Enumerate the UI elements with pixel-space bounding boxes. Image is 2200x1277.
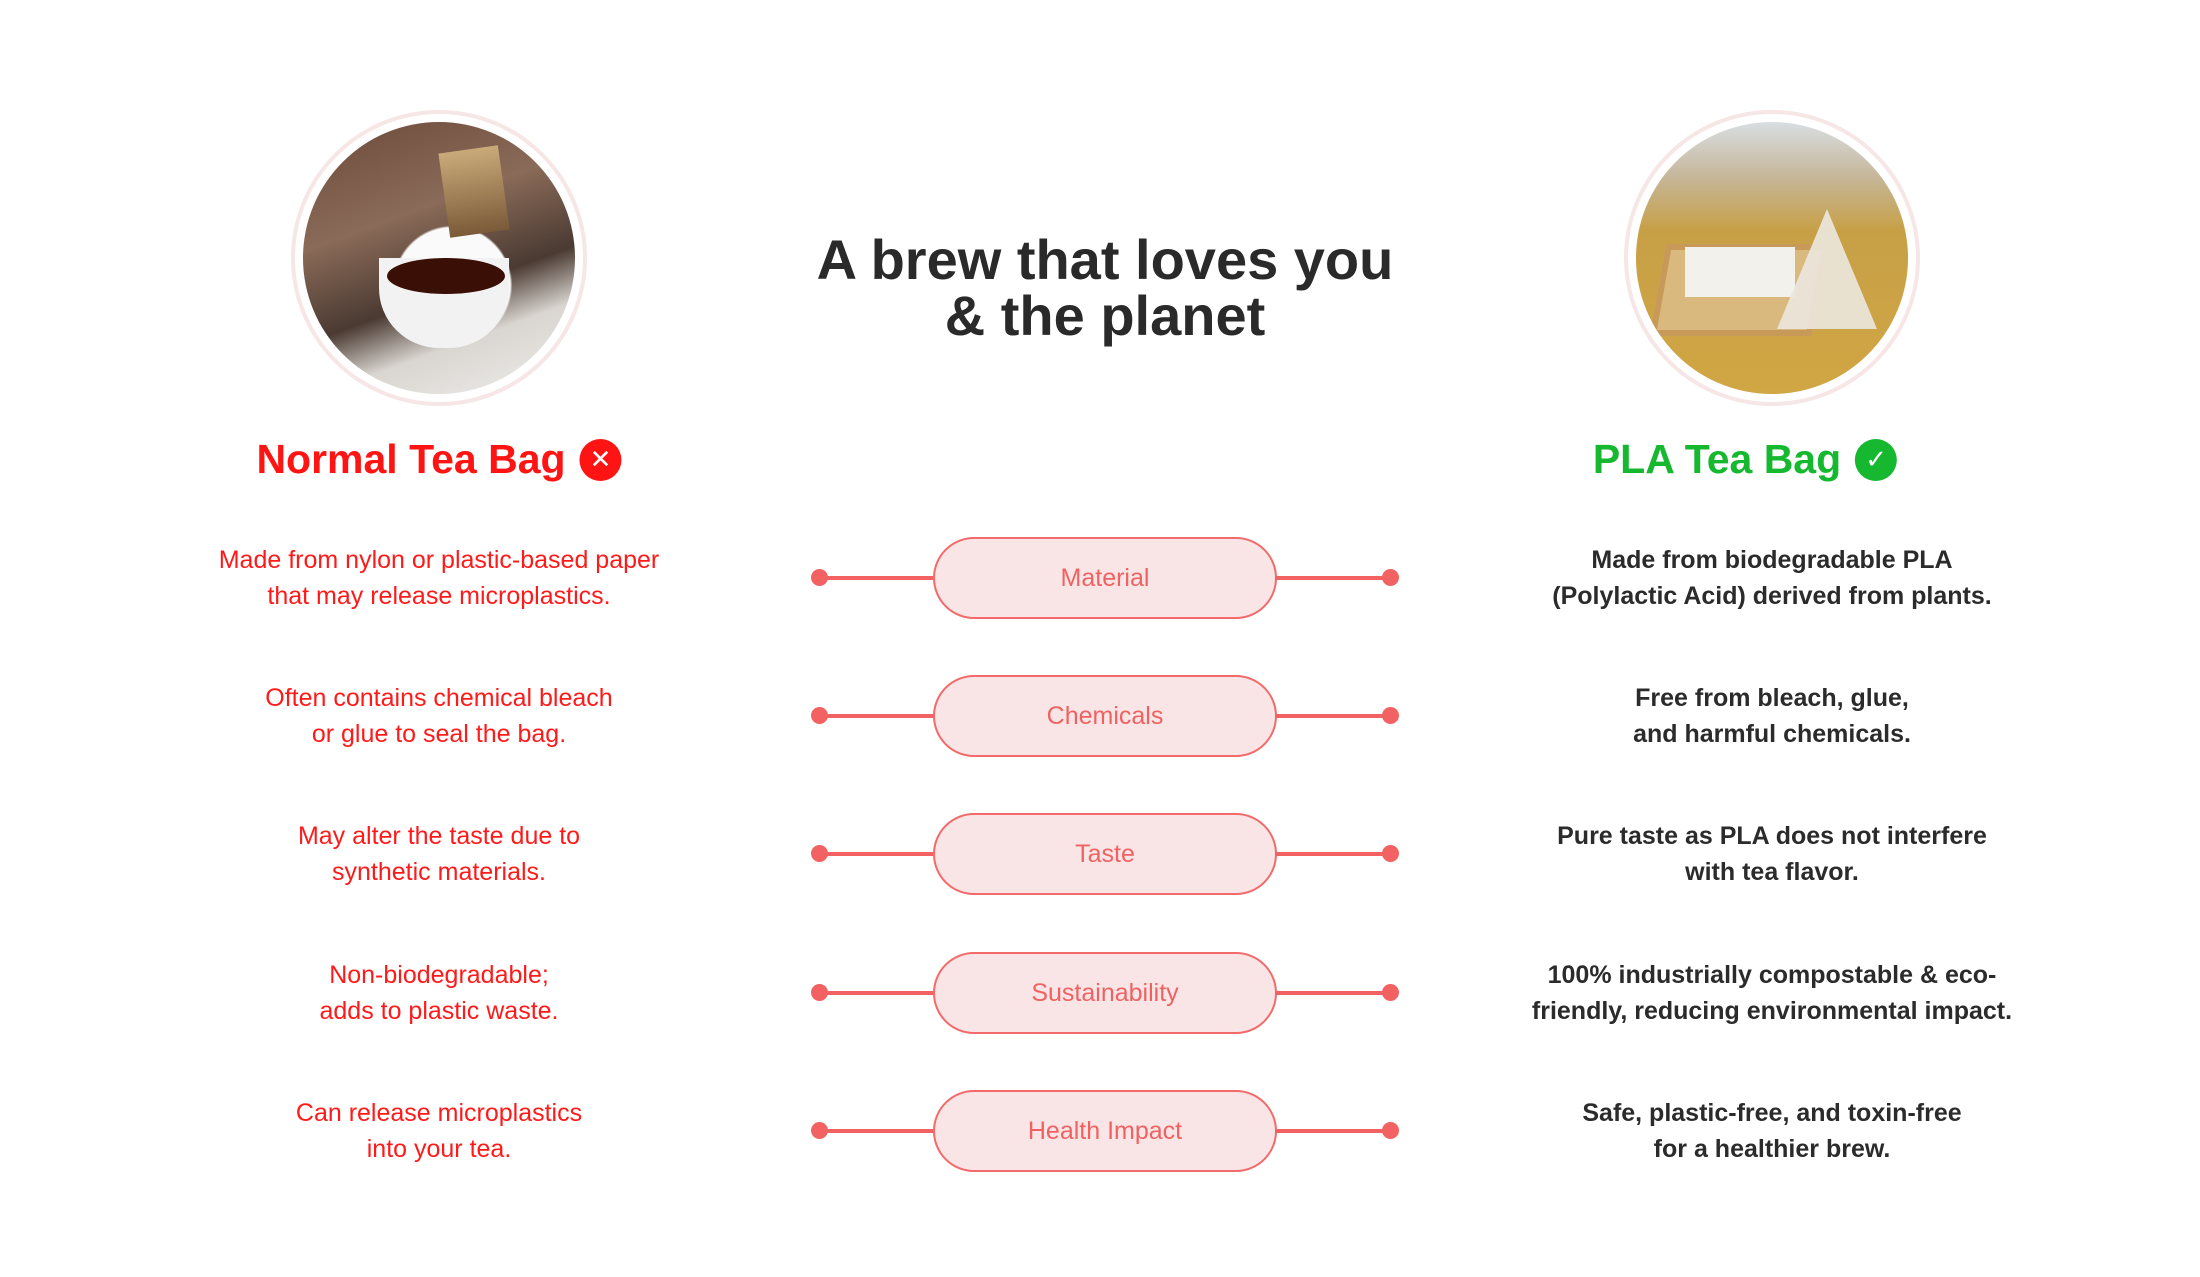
pla-description: Safe, plastic-free, and toxin-free for a… <box>1482 1095 2062 1167</box>
comparison-row: Made from nylon or plastic-based paper t… <box>0 537 2200 619</box>
normal-description-line: Can release microplastics <box>295 1099 583 1127</box>
connector-dot <box>1382 707 1399 724</box>
comparison-row: May alter the taste due to synthetic mat… <box>0 813 2200 895</box>
normal-tea-bag-photo <box>291 110 587 406</box>
connector-line <box>819 1129 935 1133</box>
connector-line <box>819 852 935 856</box>
connector-dot <box>1382 569 1399 586</box>
connector-line <box>1275 714 1391 718</box>
normal-description-line: May alter the taste due to <box>297 822 581 850</box>
pla-description: Made from biodegradable PLA (Polylactic … <box>1482 542 2062 614</box>
normal-description-line: or glue to seal the bag. <box>311 720 567 748</box>
pla-description-line: with tea flavor. <box>1685 858 1859 886</box>
pla-description-line: (Polylactic Acid) derived from plants. <box>1552 582 1992 610</box>
normal-description-line: Made from nylon or plastic-based paper <box>218 546 660 574</box>
connector-dot <box>1382 984 1399 1001</box>
connector-line <box>1275 991 1391 995</box>
normal-description-line: adds to plastic waste. <box>319 997 559 1025</box>
category-pill: Chemicals <box>933 675 1277 757</box>
pla-description-line: 100% industrially compostable & eco- <box>1547 961 1997 989</box>
connector-line <box>1275 852 1391 856</box>
comparison-row: Often contains chemical bleach or glue t… <box>0 675 2200 757</box>
pla-tea-bag-heading: PLA Tea Bag ✓ <box>1592 436 1898 483</box>
pla-tea-bag-photo <box>1624 110 1920 406</box>
pla-description: Pure taste as PLA does not interfere wit… <box>1482 818 2062 890</box>
normal-description: Often contains chemical bleach or glue t… <box>159 680 719 752</box>
category-pill: Taste <box>933 813 1277 895</box>
connector-line <box>1275 1129 1391 1133</box>
pla-description-line: Safe, plastic-free, and toxin-free <box>1582 1099 1962 1127</box>
normal-description: Can release microplastics into your tea. <box>159 1095 719 1167</box>
normal-description-line: into your tea. <box>366 1135 512 1163</box>
connector-dot <box>1382 845 1399 862</box>
normal-heading-text: Normal Tea Bag <box>256 436 566 482</box>
normal-description-line: that may release microplastics. <box>267 582 611 610</box>
pla-description-line: for a healthier brew. <box>1653 1135 1891 1163</box>
normal-description-line: synthetic materials. <box>332 858 546 886</box>
connector-line <box>819 576 935 580</box>
connector-line <box>1275 576 1391 580</box>
pla-description-line: Pure taste as PLA does not interfere <box>1557 822 1987 850</box>
category-pill: Sustainability <box>933 952 1277 1034</box>
pla-description-line: Made from biodegradable PLA <box>1591 546 1953 574</box>
normal-description-line: Often contains chemical bleach <box>265 684 613 712</box>
x-circle-icon: ✕ <box>579 438 622 481</box>
title-line-2: & the planet <box>944 284 1266 347</box>
pla-description: Free from bleach, glue, and harmful chem… <box>1482 680 2062 752</box>
normal-description-line: Non-biodegradable; <box>329 961 549 989</box>
connector-line <box>819 714 935 718</box>
connector-dot <box>1382 1122 1399 1139</box>
title-line-1: A brew that loves you <box>816 228 1394 291</box>
category-pill: Material <box>933 537 1277 619</box>
pla-description: 100% industrially compostable & eco- fri… <box>1482 957 2062 1029</box>
pla-description-line: and harmful chemicals. <box>1633 720 1911 748</box>
normal-description: Made from nylon or plastic-based paper t… <box>159 542 719 614</box>
normal-description: May alter the taste due to synthetic mat… <box>159 818 719 890</box>
normal-description: Non-biodegradable; adds to plastic waste… <box>159 957 719 1029</box>
comparison-row: Non-biodegradable; adds to plastic waste… <box>0 952 2200 1034</box>
comparison-row: Can release microplastics into your tea.… <box>0 1090 2200 1172</box>
pla-description-line: friendly, reducing environmental impact. <box>1531 997 2013 1025</box>
connector-line <box>819 991 935 995</box>
pla-heading-text: PLA Tea Bag <box>1592 436 1842 482</box>
normal-tea-bag-heading: Normal Tea Bag ✕ <box>256 436 622 483</box>
pla-description-line: Free from bleach, glue, <box>1635 684 1909 712</box>
page-title: A brew that loves you & the planet <box>700 232 1510 344</box>
category-pill: Health Impact <box>933 1090 1277 1172</box>
check-circle-icon: ✓ <box>1855 438 1898 481</box>
